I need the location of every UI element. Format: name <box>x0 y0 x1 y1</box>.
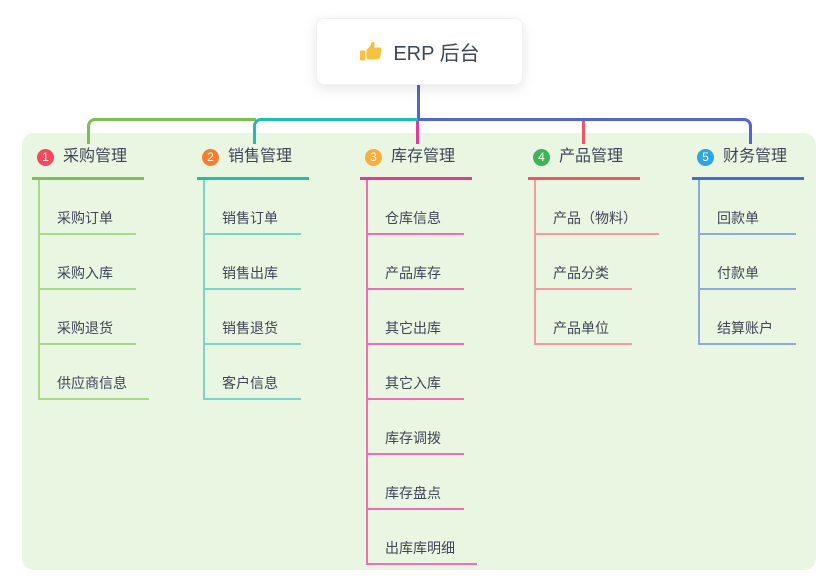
branch-inventory: 3 库存管理 仓库信息 产品库存 其它出库 其它入库 库存调拨 库存盘点 出库库… <box>360 146 477 565</box>
connector-branch5-bus <box>418 118 752 144</box>
branch-group-panel <box>22 133 816 570</box>
child-node[interactable]: 库存盘点 <box>368 455 464 510</box>
child-node[interactable]: 销售出库 <box>205 235 301 290</box>
child-node[interactable]: 结算账户 <box>700 290 796 345</box>
branch-node-purchase[interactable]: 1 采购管理 <box>32 146 144 180</box>
child-node[interactable]: 出库库明细 <box>368 510 477 565</box>
branch-node-sales[interactable]: 2 销售管理 <box>197 146 309 180</box>
priority-badge: 2 <box>202 148 219 166</box>
child-node[interactable]: 销售退货 <box>205 290 301 345</box>
priority-badge: 5 <box>697 148 714 166</box>
branch-children: 回款单 付款单 结算账户 <box>698 180 804 345</box>
connector-branch4-drop <box>582 121 585 144</box>
branch-children: 产品（物料） 产品分类 产品单位 <box>534 180 659 345</box>
branch-finance: 5 财务管理 回款单 付款单 结算账户 <box>692 146 804 345</box>
child-node[interactable]: 产品单位 <box>536 290 632 345</box>
child-node[interactable]: 回款单 <box>700 180 796 235</box>
priority-badge: 1 <box>37 148 54 166</box>
branch-node-finance[interactable]: 5 财务管理 <box>692 146 804 180</box>
connector-root-vertical <box>417 84 420 121</box>
branch-label: 产品管理 <box>559 148 624 165</box>
connector-branch3-drop <box>416 121 419 144</box>
branch-sales: 2 销售管理 销售订单 销售出库 销售退货 客户信息 <box>197 146 309 400</box>
child-node[interactable]: 产品分类 <box>536 235 632 290</box>
branch-label: 采购管理 <box>63 148 128 165</box>
child-node[interactable]: 产品库存 <box>368 235 464 290</box>
branch-label: 销售管理 <box>228 148 293 165</box>
priority-badge: 3 <box>365 148 382 166</box>
root-node[interactable]: ERP 后台 <box>316 18 523 85</box>
branch-node-inventory[interactable]: 3 库存管理 <box>360 146 472 180</box>
branch-product: 4 产品管理 产品（物料） 产品分类 产品单位 <box>528 146 659 345</box>
child-node[interactable]: 销售订单 <box>205 180 301 235</box>
branch-children: 销售订单 销售出库 销售退货 客户信息 <box>203 180 309 400</box>
child-node[interactable]: 库存调拨 <box>368 400 464 455</box>
root-node-label: ERP 后台 <box>393 43 480 65</box>
child-node[interactable]: 采购订单 <box>40 180 136 235</box>
child-node[interactable]: 客户信息 <box>205 345 301 400</box>
branch-purchase: 1 采购管理 采购订单 采购入库 采购退货 供应商信息 <box>32 146 149 400</box>
child-node[interactable]: 其它入库 <box>368 345 464 400</box>
thumbs-up-icon <box>360 41 382 60</box>
branch-node-product[interactable]: 4 产品管理 <box>528 146 640 180</box>
child-node[interactable]: 供应商信息 <box>40 345 149 400</box>
branch-children: 仓库信息 产品库存 其它出库 其它入库 库存调拨 库存盘点 出库库明细 <box>366 180 477 565</box>
child-node[interactable]: 其它出库 <box>368 290 464 345</box>
branch-label: 库存管理 <box>391 148 456 165</box>
branch-label: 财务管理 <box>723 148 788 165</box>
connector-branch1-bus <box>87 118 256 144</box>
child-node[interactable]: 付款单 <box>700 235 796 290</box>
branch-children: 采购订单 采购入库 采购退货 供应商信息 <box>38 180 149 400</box>
child-node[interactable]: 采购退货 <box>40 290 136 345</box>
child-node[interactable]: 采购入库 <box>40 235 136 290</box>
child-node[interactable]: 仓库信息 <box>368 180 464 235</box>
child-node[interactable]: 产品（物料） <box>536 180 659 235</box>
priority-badge: 4 <box>533 148 550 166</box>
connector-branch2-bus <box>253 118 418 144</box>
